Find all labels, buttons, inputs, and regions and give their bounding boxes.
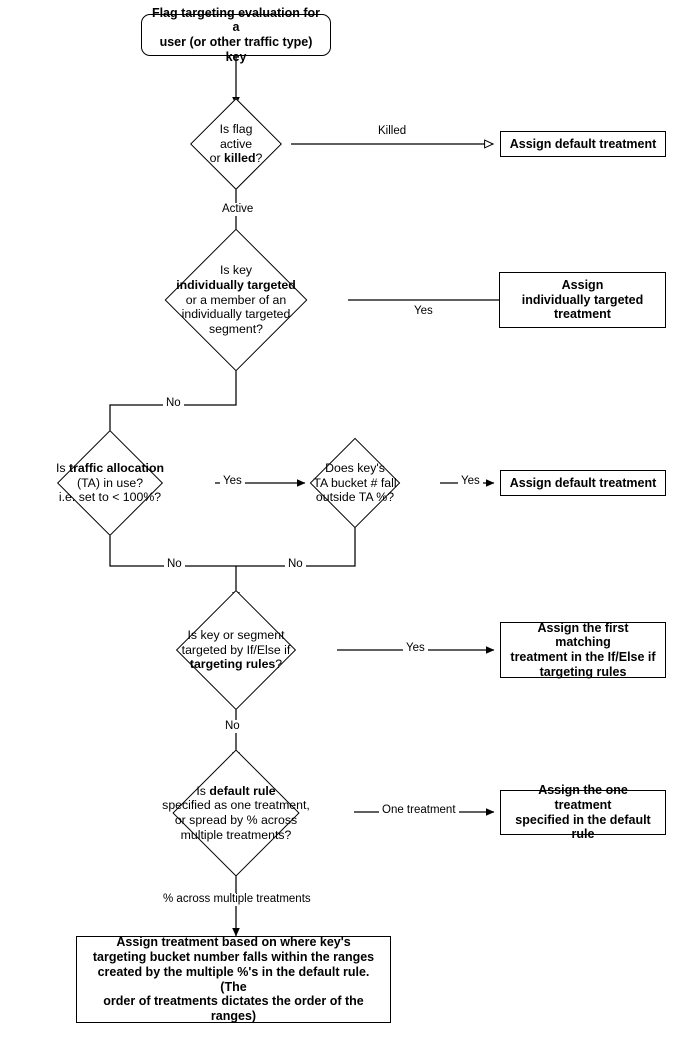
d2-line2-bold: individually targeted — [176, 277, 296, 292]
d3-line1-prefix: Is — [56, 460, 69, 475]
d6-line2: specified as one treatment, — [162, 798, 310, 813]
b1-label: Assign default treatment — [509, 136, 657, 151]
d5-line3-bold: targeting rules — [189, 657, 276, 672]
edge-label-d2-no: No — [163, 397, 184, 410]
d2-line4: individually targeted — [181, 307, 291, 322]
d1-line3-prefix: or — [209, 151, 225, 166]
edge-label-d4-no: No — [285, 558, 306, 571]
action-assign-default-treatment-ta: Assign default treatment — [500, 470, 666, 496]
d1-line3-bold: killed — [224, 151, 256, 166]
decision-traffic-allocation-in-use: Is traffic allocation(TA) in use?i.e. se… — [5, 429, 215, 537]
d2-line3: or a member of an — [185, 292, 287, 307]
d4-line3: outside TA %? — [315, 490, 395, 505]
node-start-label: Flag targeting evaluation for a user (or… — [151, 5, 321, 64]
action-assign-individually-targeted-treatment: Assign individually targeted treatment — [499, 272, 666, 328]
d1-line2: active — [219, 136, 253, 151]
edge-label-percent-across-multiple: % across multiple treatments — [160, 893, 314, 906]
d1-line3-suffix: ? — [255, 151, 263, 166]
d3-line2: (TA) in use? — [76, 475, 144, 490]
action-assign-treatment-by-ranges: Assign treatment based on where key's ta… — [76, 935, 391, 1023]
d6-line1-prefix: Is — [196, 783, 210, 798]
d5-line3-suffix: ? — [275, 657, 283, 672]
node-start: Flag targeting evaluation for a user (or… — [141, 6, 331, 64]
edge-label-d3-no: No — [164, 558, 185, 571]
action-assign-default-treatment-killed: Assign default treatment — [500, 131, 666, 157]
edge-label-d5-no: No — [222, 720, 243, 733]
d5-line2: targeted by If/Else if — [181, 642, 291, 657]
d3-line1-bold: traffic allocation — [69, 460, 164, 475]
d6-line3: or spread by % across — [174, 813, 298, 827]
d2-line1: Is key — [219, 263, 253, 278]
action-assign-one-treatment: Assign the one treatment specified in th… — [500, 783, 666, 841]
b3-label: Assign default treatment — [509, 475, 657, 490]
action-assign-first-matching-treatment: Assign the first matching treatment in t… — [500, 620, 666, 679]
edge-label-d5-yes: Yes — [403, 642, 428, 655]
d4-line2: TA bucket # fall — [313, 475, 397, 490]
edge-label-d3-yes: Yes — [220, 475, 245, 488]
d2-line5: segment? — [208, 322, 263, 337]
d4-line1: Does key's — [325, 460, 385, 475]
b2-label: Assign individually targeted treatment — [521, 277, 644, 322]
d6-line4: multiple treatments? — [180, 827, 292, 842]
b5-label: Assign the one treatment specified in th… — [515, 783, 651, 842]
edge-label-d4-yes: Yes — [458, 475, 483, 488]
d1-line1: Is flag — [219, 121, 253, 136]
edge-label-d2-yes: Yes — [411, 305, 436, 318]
d5-line1: Is key or segment — [187, 627, 285, 642]
b6-label: Assign treatment based on where key's ta… — [92, 935, 375, 1023]
edge-label-one-treatment: One treatment — [379, 804, 459, 817]
d6-line1-bold: default rule — [209, 783, 276, 798]
d3-line3: i.e. set to < 100%? — [58, 490, 162, 505]
edge-label-active: Active — [219, 203, 257, 216]
edge-label-killed: Killed — [375, 125, 410, 138]
b4-label: Assign the first matching treatment in t… — [510, 620, 656, 679]
